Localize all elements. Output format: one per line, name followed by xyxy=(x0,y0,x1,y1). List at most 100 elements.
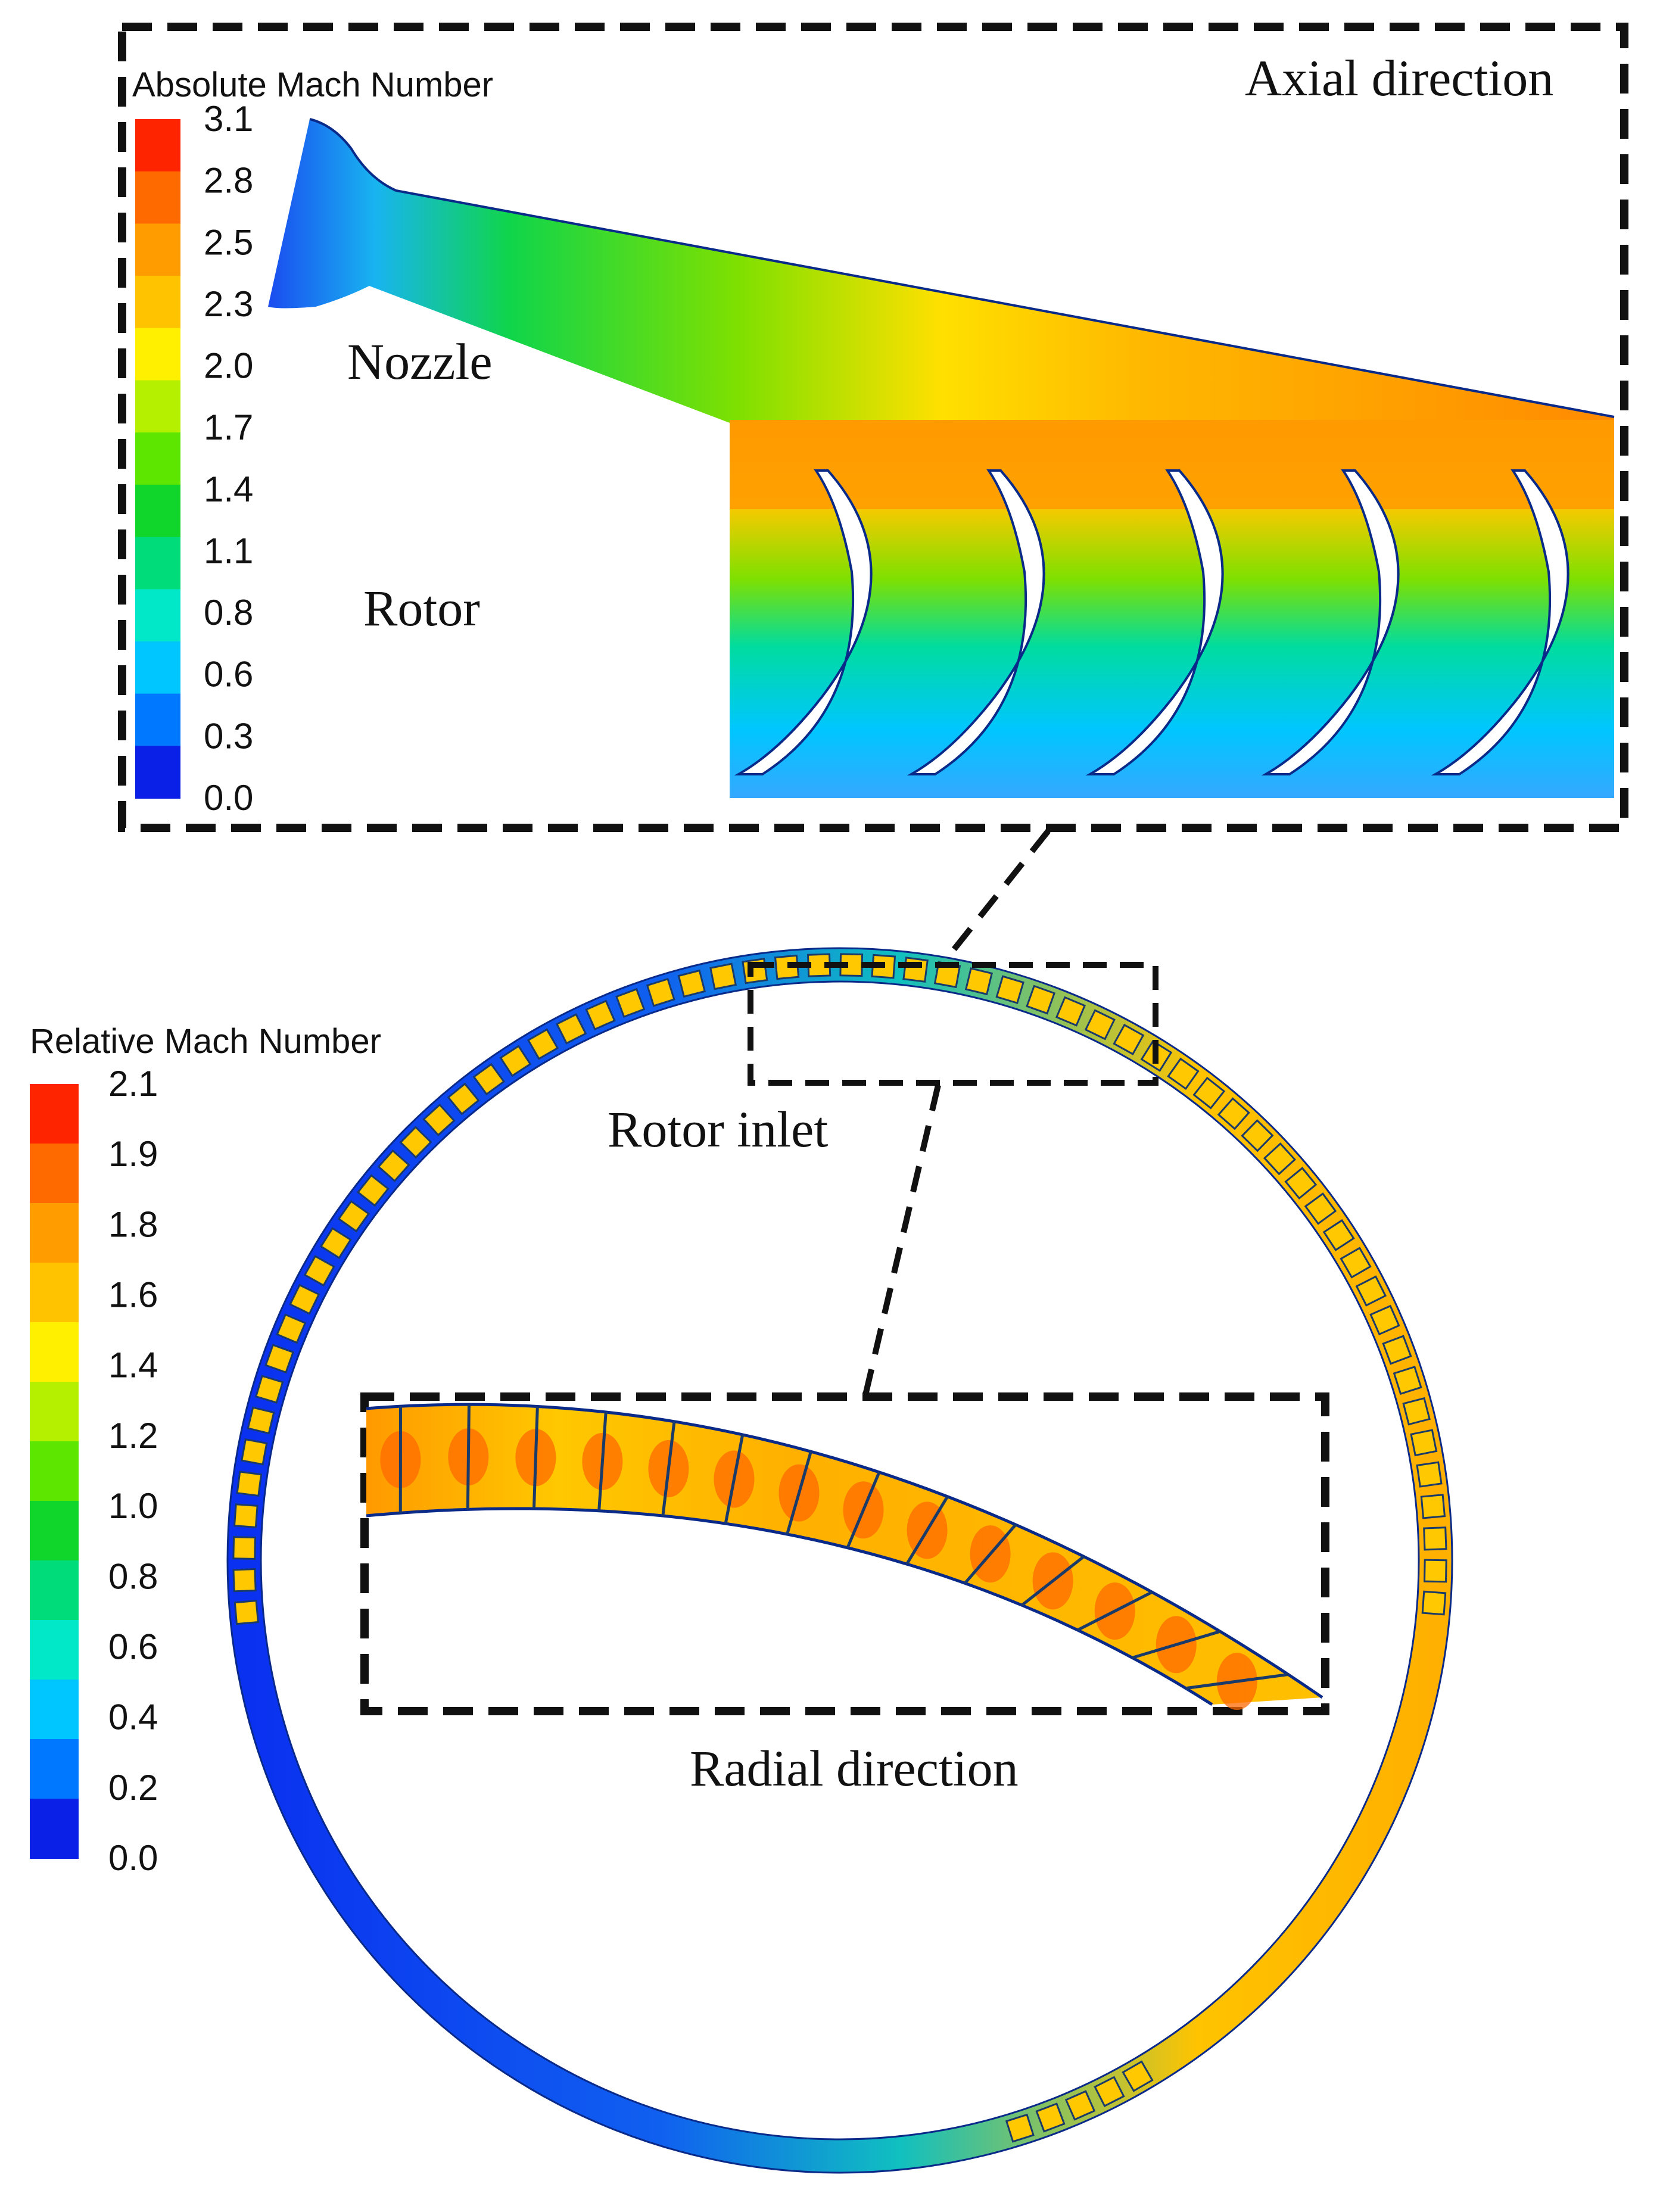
ring-cell xyxy=(1263,1142,1297,1176)
ring-cell xyxy=(1217,1097,1250,1130)
absolute-mach-colorbar-tick-label: 1.7 xyxy=(204,407,253,447)
ring-cell xyxy=(1340,1247,1372,1279)
ring-cell xyxy=(1355,1275,1387,1307)
ring-cell xyxy=(1035,2102,1066,2133)
radial-zoom-cell-wall xyxy=(597,1412,608,1511)
ring-cell xyxy=(1055,996,1086,1027)
absolute-mach-colorbar-title: Absolute Mach Number xyxy=(132,66,493,104)
rotor-inlet-frame xyxy=(748,962,1159,1086)
radial-zoom-cell-wall xyxy=(905,1496,949,1565)
relative-mach-colorbar-tick-label: 1.6 xyxy=(108,1275,158,1315)
relative-mach-colorbar-swatch xyxy=(30,1560,79,1621)
ring-cell xyxy=(585,999,616,1031)
ring-cell xyxy=(902,957,929,983)
rotor-blade xyxy=(734,469,873,775)
relative-mach-colorbar-tick-label: 0.2 xyxy=(108,1768,158,1808)
ring-cell xyxy=(995,975,1024,1004)
radial-zoom-cell-wall xyxy=(661,1421,676,1516)
ring-cell xyxy=(1122,2060,1154,2092)
ring-cell xyxy=(276,1313,307,1344)
absolute-mach-colorbar-tick-label: 2.5 xyxy=(204,222,253,262)
absolute-mach-colorbar-swatch xyxy=(135,119,180,172)
radial-zoom-cell-wall xyxy=(532,1406,539,1509)
ring-cell xyxy=(1416,1461,1443,1488)
rotor-ring-contour xyxy=(226,947,1453,2174)
ring-cell xyxy=(232,1536,257,1560)
nozzle-label: Nozzle xyxy=(347,333,493,390)
absolute-mach-colorbar-swatch xyxy=(135,328,180,381)
rotor-passage-contour xyxy=(730,420,1614,798)
absolute-mach-colorbar-swatch xyxy=(135,484,180,538)
ring-cell xyxy=(499,1045,532,1077)
relative-mach-colorbar-tick-label: 1.0 xyxy=(108,1486,158,1526)
relative-mach-colorbar-tick-label: 1.4 xyxy=(108,1345,158,1385)
radial-zoom-cell-wall xyxy=(1021,1555,1085,1607)
rotor-blade xyxy=(907,469,1045,775)
absolute-mach-colorbar-swatch xyxy=(135,171,180,225)
absolute-mach-colorbar-tick-label: 2.3 xyxy=(204,284,253,324)
rotor-label: Rotor xyxy=(363,580,480,637)
ring-cell xyxy=(241,1438,268,1466)
ring-cell xyxy=(1064,2090,1096,2121)
absolute-mach-colorbar-swatches xyxy=(135,119,180,799)
ring-cell xyxy=(1005,2113,1035,2143)
ring-cell xyxy=(1241,1119,1274,1152)
zoom-connector-top xyxy=(942,828,1051,964)
ring-cell xyxy=(1304,1192,1337,1225)
ring-cell xyxy=(447,1082,480,1116)
rotor-blade xyxy=(1431,469,1569,775)
absolute-mach-colorbar-swatch xyxy=(135,537,180,590)
relative-mach-colorbar-tick-label: 1.2 xyxy=(108,1416,158,1456)
rotor-inlet-label: Rotor inlet xyxy=(608,1101,828,1158)
axial-direction-label: Axial direction xyxy=(1245,49,1553,107)
ring-cell xyxy=(1094,2076,1125,2108)
radial-direction-label: Radial direction xyxy=(690,1740,1019,1797)
absolute-mach-colorbar-swatch xyxy=(135,693,180,747)
relative-mach-colorbar-swatch xyxy=(30,1144,79,1204)
radial-view-frame xyxy=(360,1392,1329,1715)
ring-cell xyxy=(1393,1366,1422,1395)
ring-cell xyxy=(232,1568,257,1593)
ring-cell xyxy=(319,1227,352,1260)
absolute-mach-colorbar-swatch xyxy=(135,432,180,485)
bottom-panel: Relative Mach Number 2.11.91.81.61.41.21… xyxy=(30,947,1453,2174)
ring-cell xyxy=(527,1028,559,1060)
ring-cell xyxy=(1421,1590,1447,1616)
absolute-mach-colorbar-swatch xyxy=(135,641,180,694)
relative-mach-colorbar-swatch xyxy=(30,1322,79,1382)
ring-cell xyxy=(247,1406,275,1435)
ring-cell xyxy=(1423,1526,1447,1551)
ring-cell xyxy=(356,1174,390,1207)
nozzle-contour xyxy=(268,118,1615,426)
ring-cell xyxy=(399,1126,432,1159)
ring-cell xyxy=(1284,1167,1318,1200)
ring-cell xyxy=(709,962,737,990)
relative-mach-colorbar-tick-label: 1.9 xyxy=(108,1134,158,1174)
absolute-mach-colorbar-swatch xyxy=(135,589,180,642)
relative-mach-colorbar-swatch xyxy=(30,1441,79,1501)
relative-mach-colorbar-swatch xyxy=(30,1203,79,1263)
absolute-mach-colorbar-tick-label: 0.8 xyxy=(204,593,253,633)
radial-zoom-cell-wall xyxy=(1132,1630,1221,1659)
relative-mach-colorbar-swatch xyxy=(30,1501,79,1561)
ring-cell xyxy=(289,1283,320,1315)
relative-mach-colorbar: Relative Mach Number 2.11.91.81.61.41.21… xyxy=(30,1022,381,1878)
ring-cell xyxy=(1424,1559,1447,1583)
relative-mach-colorbar-tick-label: 0.6 xyxy=(108,1627,158,1666)
ring-cell xyxy=(1026,985,1056,1015)
top-panel: Absolute Mach Number 3.12.82.52.32.01.71… xyxy=(118,23,1628,832)
zoom-connector-bottom xyxy=(861,1084,941,1404)
relative-mach-colorbar-tick-label: 0.0 xyxy=(108,1838,158,1878)
ring-cell xyxy=(254,1375,284,1404)
ring-cell xyxy=(615,987,646,1018)
radial-zoom-contour xyxy=(366,1403,1323,1711)
radial-zoom-cell-wall xyxy=(466,1404,471,1510)
relative-mach-colorbar-swatch xyxy=(30,1680,79,1740)
relative-mach-colorbar-tick-label: 0.4 xyxy=(108,1697,158,1737)
ring-cell xyxy=(233,1600,259,1625)
ring-cell xyxy=(555,1013,587,1045)
absolute-mach-colorbar-swatch xyxy=(135,380,180,434)
relative-mach-colorbar-title: Relative Mach Number xyxy=(30,1022,381,1061)
rotor-blades xyxy=(734,469,1569,775)
